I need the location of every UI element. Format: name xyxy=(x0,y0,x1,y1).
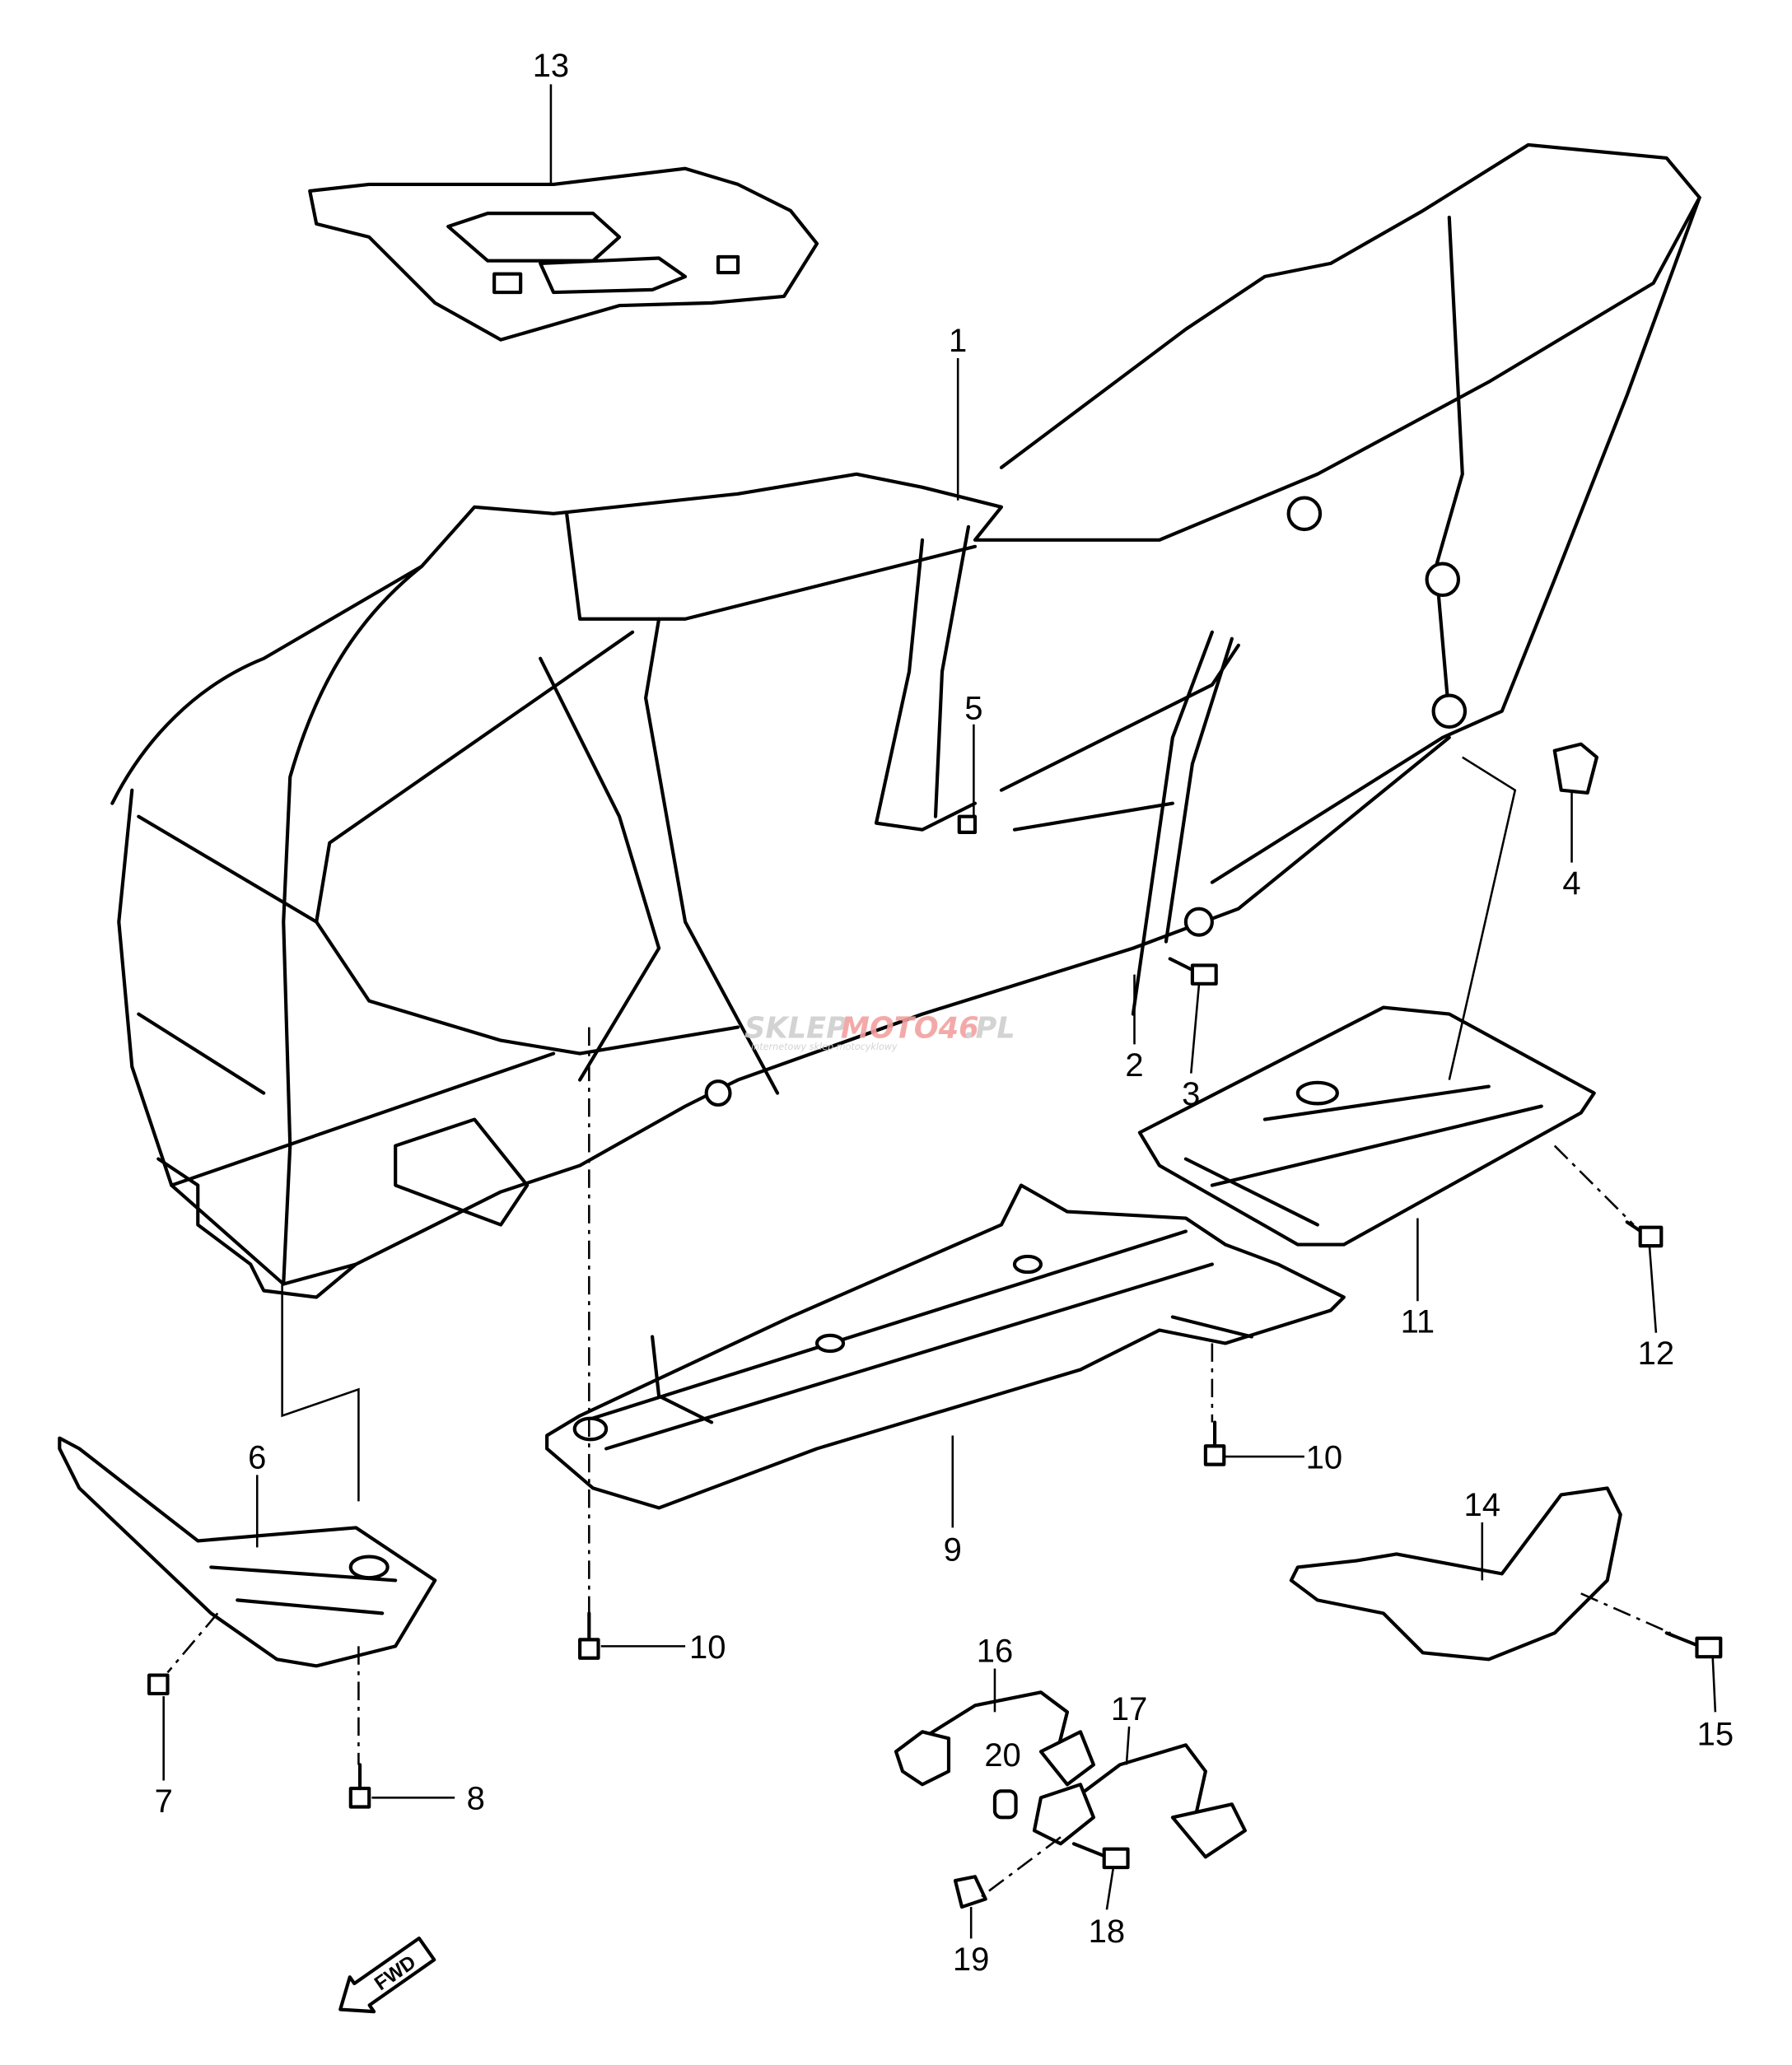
part-18-bolt xyxy=(1071,1842,1130,1870)
callout-19: 19 xyxy=(953,1941,989,1978)
callout-20: 20 xyxy=(984,1737,1020,1774)
part-8-bolt xyxy=(348,1763,371,1809)
callout-4: 4 xyxy=(1562,865,1580,902)
callout-3: 3 xyxy=(1182,1076,1200,1112)
callout-7: 7 xyxy=(155,1783,173,1820)
svg-text:.PL: .PL xyxy=(964,1011,1015,1045)
callout-8: 8 xyxy=(467,1781,485,1817)
part-15-bolt xyxy=(1664,1631,1723,1659)
svg-text:SKLEP: SKLEP xyxy=(744,1011,847,1045)
callout-9: 9 xyxy=(944,1531,962,1568)
svg-text:MOTO46: MOTO46 xyxy=(841,1011,979,1045)
part-9-skid-plate xyxy=(545,1183,1346,1510)
callout-11: 11 xyxy=(1401,1304,1435,1340)
part-4-bushing xyxy=(1552,742,1599,795)
part-19-clip xyxy=(953,1875,987,1909)
part-11-skid-plate xyxy=(1137,1005,1596,1247)
part-7-bolt xyxy=(147,1673,170,1696)
part-10-bolt-a xyxy=(1203,1420,1226,1466)
callout-15: 15 xyxy=(1697,1716,1734,1752)
part-13-cover xyxy=(308,166,819,342)
part-6-skid-plate xyxy=(58,1436,437,1668)
callout-14: 14 xyxy=(1464,1487,1500,1523)
callout-13: 13 xyxy=(533,48,569,84)
callout-6: 6 xyxy=(248,1439,266,1475)
part-1-frame xyxy=(110,142,1701,1299)
callout-16: 16 xyxy=(977,1634,1013,1670)
watermark: SKLEP MOTO46 .PL internetowy sklep motoc… xyxy=(744,1011,1015,1051)
callout-2: 2 xyxy=(1125,1047,1143,1084)
part-5-nut xyxy=(957,814,978,834)
leader-lines xyxy=(162,84,1717,1939)
part-10-bolt-b xyxy=(578,1611,600,1660)
part-16-bracket xyxy=(894,1690,1096,1787)
callout-18: 18 xyxy=(1089,1914,1125,1950)
fwd-arrow-icon: FWD xyxy=(338,1936,436,2014)
callout-10-right: 10 xyxy=(1306,1439,1342,1475)
svg-text:internetowy sklep motocyklowy: internetowy sklep motocyklowy xyxy=(751,1042,898,1052)
part-20-collar xyxy=(992,1789,1018,1820)
callout-17: 17 xyxy=(1111,1691,1147,1727)
callout-10-left: 10 xyxy=(689,1629,726,1666)
part-12-bolt xyxy=(1625,1220,1664,1248)
part-3-bolt xyxy=(1168,957,1218,986)
callout-1: 1 xyxy=(949,323,967,359)
callout-5: 5 xyxy=(964,690,982,726)
part-14-muffler-cover xyxy=(1289,1486,1622,1662)
part-17-bracket xyxy=(1032,1743,1247,1859)
callout-12: 12 xyxy=(1638,1335,1674,1372)
